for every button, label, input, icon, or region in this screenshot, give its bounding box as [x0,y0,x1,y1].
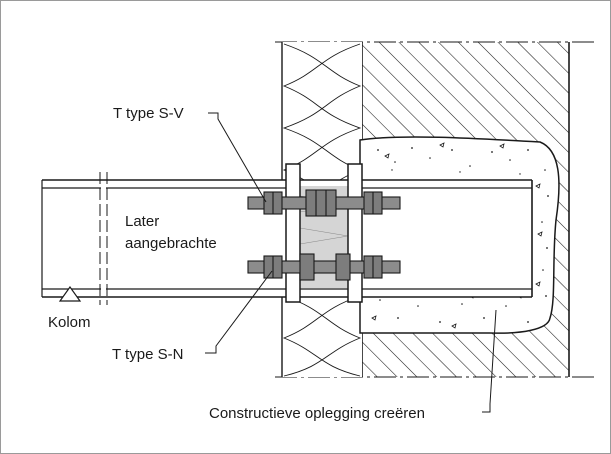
label-later-line2: aangebrachte [125,235,217,252]
label-kolom: Kolom [48,314,91,331]
break-lines [99,172,108,305]
label-t-type-sv: T type S-V [113,105,184,122]
lower-bolt-assembly [247,253,401,281]
label-t-type-sn: T type S-N [112,346,183,363]
upper-bolt-assembly [247,189,401,217]
leader-lines [205,112,497,413]
label-constructieve-oplegging: Constructieve oplegging creëren [209,405,425,422]
column-support-icon [58,285,82,302]
label-later-line1: Later [125,213,159,230]
